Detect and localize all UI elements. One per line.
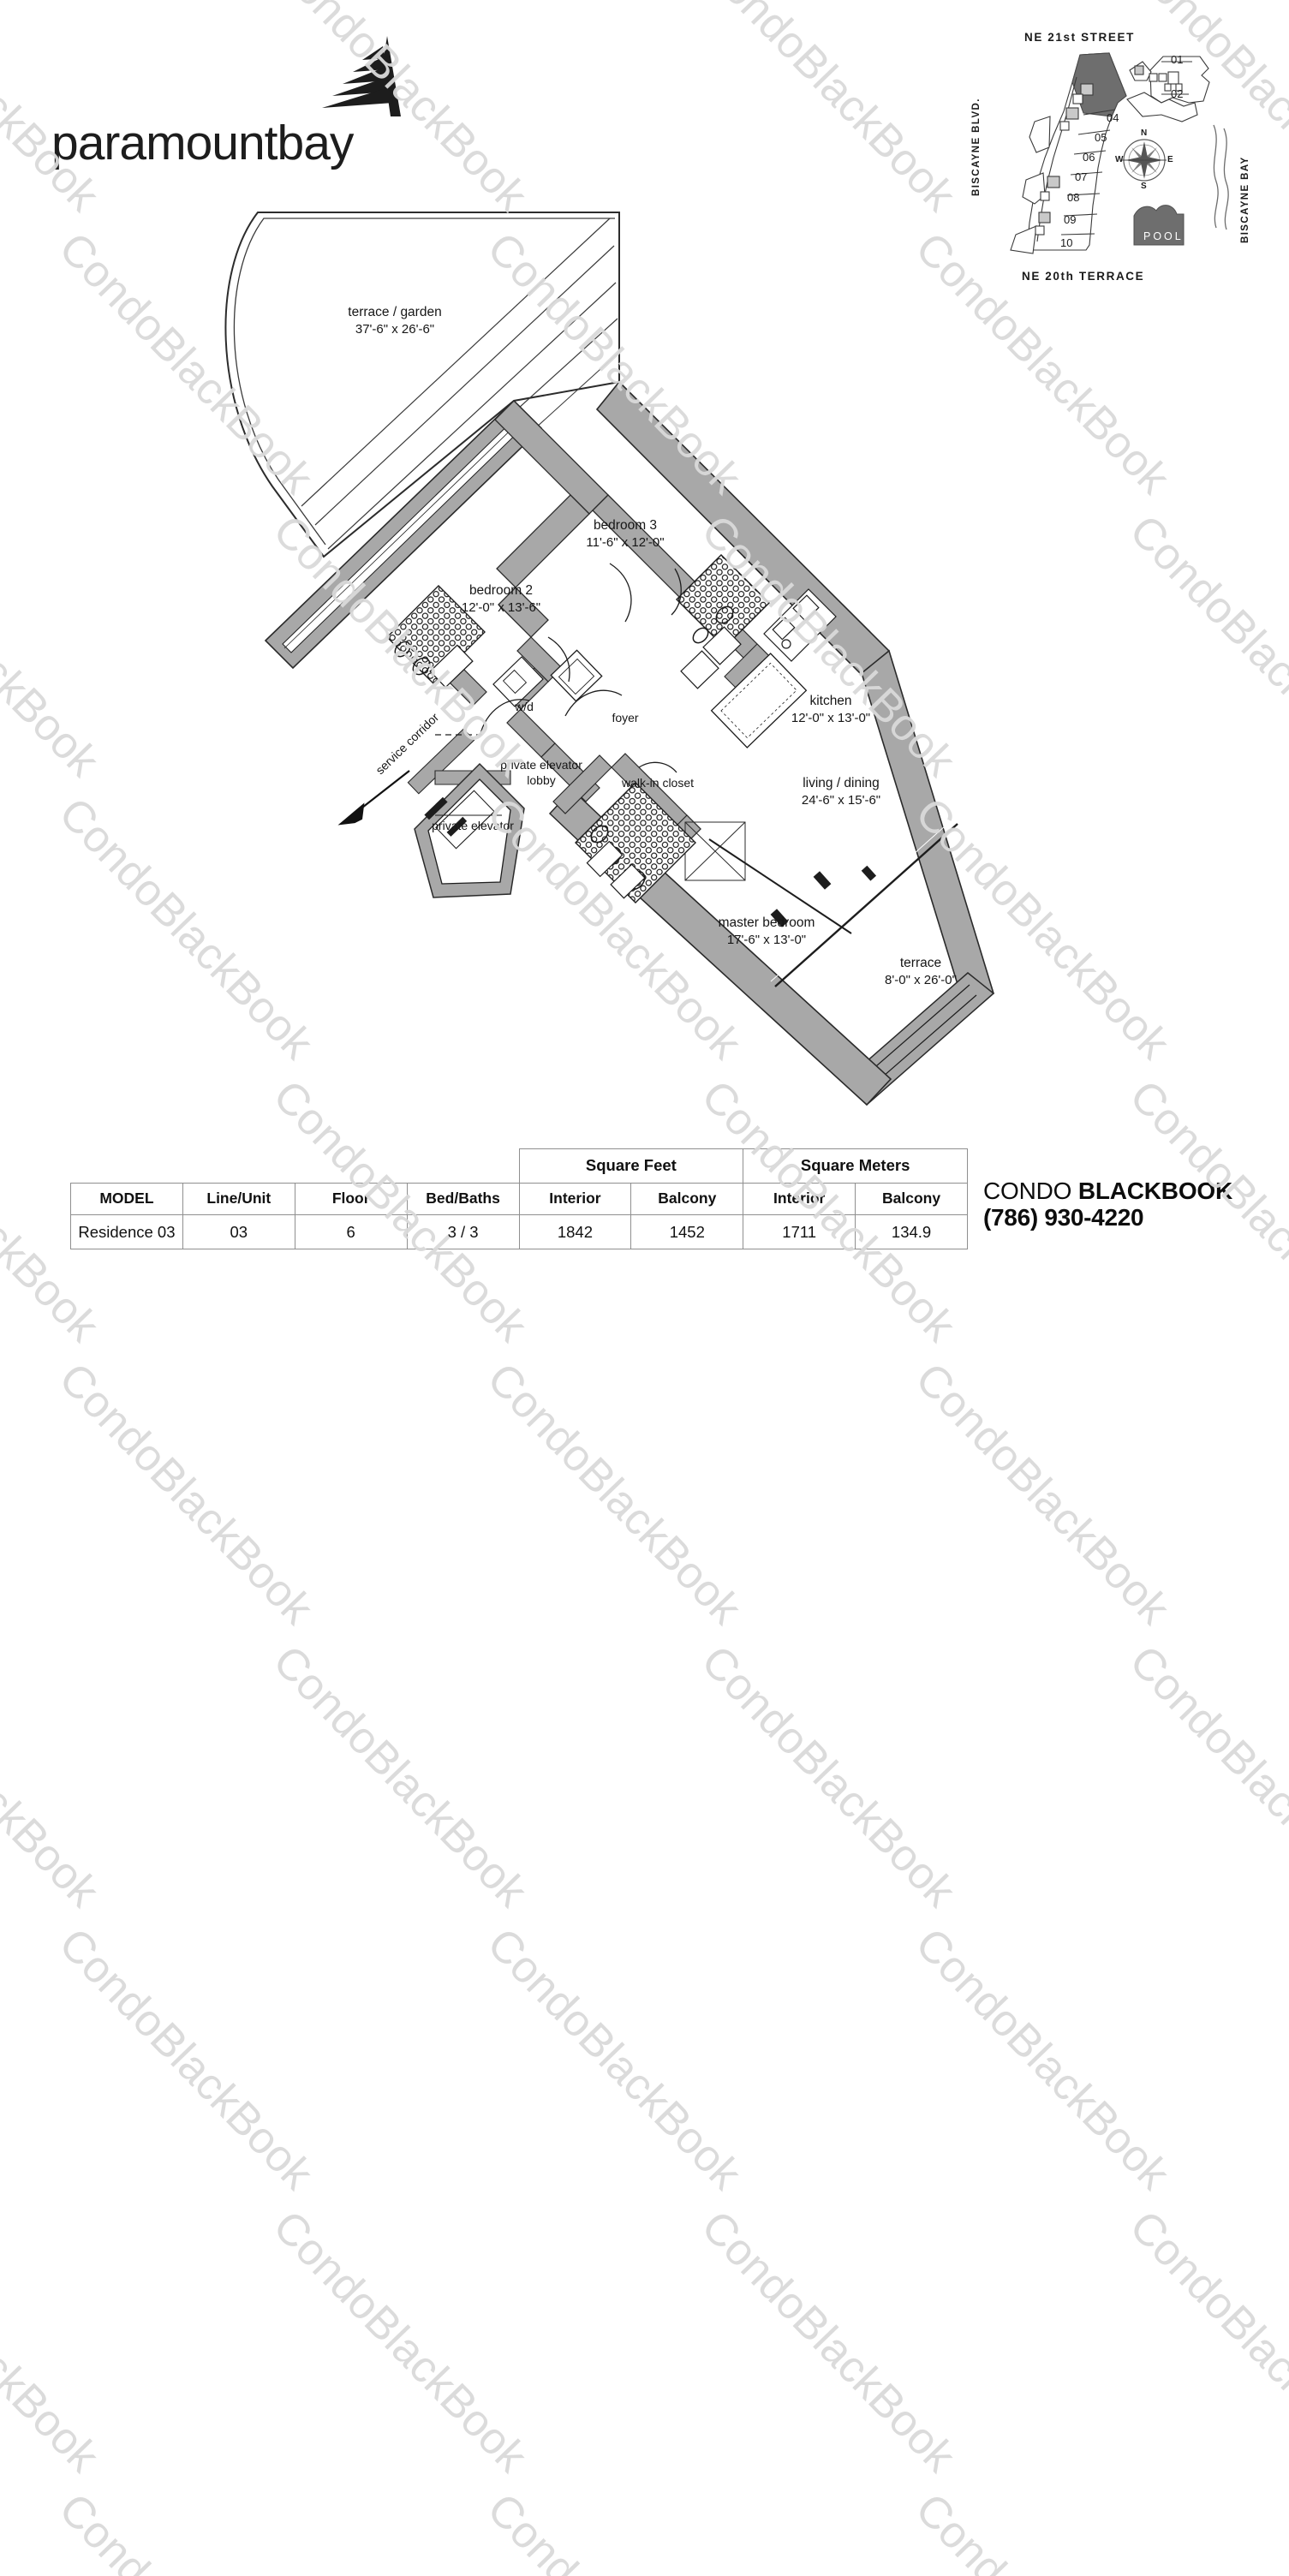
watermark-text: CondoBlackBook: [691, 2201, 965, 2482]
watermark-text: CondoBlackBook: [905, 1353, 1179, 1634]
room-label-bedroom-3: bedroom 3 11'-6" x 12'-0": [586, 518, 665, 550]
watermark-text: CondoBlackBook: [0, 1636, 109, 1917]
compass-rose-icon: [1122, 139, 1167, 182]
header-sf-balcony: Balcony: [630, 1182, 744, 1216]
spec-table: Square Feet Square Meters MODEL Line/Uni…: [70, 1148, 968, 1249]
key-plan-unit-02: 02: [1171, 87, 1184, 100]
room-label-kitchen: kitchen 12'-0" x 13'-0": [791, 694, 871, 725]
key-plan-unit-03: 03: [1081, 116, 1094, 129]
paramountbay-logo: paramountbay: [51, 34, 411, 171]
watermark-text: CondoBlackBook: [1119, 1636, 1289, 1917]
cell-sf-interior: 1842: [518, 1214, 632, 1249]
room-label-terrace: terrace 8'-0" x 26'-0": [885, 956, 957, 987]
cell-sm-balcony: 134.9: [855, 1214, 968, 1249]
compass-west-label: W: [1115, 155, 1124, 164]
header-line-unit: Line/Unit: [182, 1182, 295, 1216]
private-elevator-core: [414, 762, 525, 898]
watermark-text: CondoBlackBook: [263, 1636, 537, 1917]
header-model: MODEL: [70, 1182, 183, 1216]
brand-condo-text: CONDO: [983, 1178, 1078, 1204]
watermark-text: CondoBlackBook: [49, 1918, 323, 2199]
spacer-cell-bedbaths: [407, 1149, 519, 1184]
header-bed-baths: Bed/Baths: [406, 1182, 520, 1216]
key-plan-pool-label: POOL: [1143, 230, 1184, 242]
watermark-text: CondoBlackBook: [263, 2201, 537, 2482]
annotation-private-elevator: private elevator: [432, 819, 514, 832]
spacer-cell-line: [182, 1149, 295, 1184]
room-label-bedroom-2: bedroom 2 12'-0" x 13'-6": [461, 583, 541, 615]
annotation-wd: w/d: [515, 700, 534, 713]
key-plan-unit-01: 01: [1171, 53, 1184, 66]
brand-name-line: CONDO BLACKBOOK: [983, 1178, 1274, 1204]
specification-table: Square Feet Square Meters MODEL Line/Uni…: [70, 1148, 968, 1249]
header-sf-interior: Interior: [518, 1182, 632, 1216]
key-plan-street-bottom: NE 20th TERRACE: [1022, 270, 1145, 283]
group-header-square-meters: Square Meters: [743, 1148, 968, 1184]
watermark-text: CondoBlackBook: [905, 2484, 1179, 2576]
room-label-terrace-garden: terrace / garden 37'-6" x 26'-6": [348, 305, 442, 337]
terrace-garden-area: [224, 212, 620, 597]
spacer-cell-floor: [295, 1149, 407, 1184]
header-sm-interior: Interior: [743, 1182, 856, 1216]
key-plan: NE 21st STREET NE 20th TERRACE BISCAYNE …: [959, 21, 1280, 295]
watermark-text: CondoBlackBook: [691, 1636, 965, 1917]
watermark-text: CondoBlackBook: [1119, 2201, 1289, 2482]
compass-south-label: S: [1141, 182, 1147, 191]
key-plan-unit-05: 05: [1095, 131, 1107, 144]
header-floor: Floor: [294, 1182, 408, 1216]
key-plan-unit-04: 04: [1107, 111, 1119, 124]
brand-blackbook-text: BLACKBOOK: [1077, 1178, 1232, 1204]
master-bath: [575, 782, 696, 903]
paramountbay-mark-icon: [322, 36, 401, 116]
bedroom2-bath: [386, 585, 486, 689]
key-plan-street-top: NE 21st STREET: [1024, 31, 1135, 44]
group-header-square-feet: Square Feet: [518, 1148, 744, 1184]
cell-model: Residence 03: [70, 1214, 183, 1249]
cell-line-unit: 03: [182, 1214, 295, 1249]
watermark-text: CondoBlackBook: [49, 1353, 323, 1634]
key-plan-unit-09: 09: [1064, 213, 1077, 226]
key-plan-unit-07: 07: [1075, 170, 1088, 183]
annotation-foyer: foyer: [612, 711, 639, 724]
table-row: Residence 03 03 6 3 / 3 1842 1452 1711 1…: [70, 1214, 968, 1249]
room-label-living-dining: living / dining 24'-6" x 15'-6": [801, 776, 881, 808]
bedroom3-bath: [676, 554, 772, 648]
key-plan-unit-06: 06: [1083, 151, 1095, 164]
compass-north-label: N: [1141, 128, 1148, 138]
cell-sm-interior: 1711: [743, 1214, 856, 1249]
bay-waves-icon: [1213, 124, 1229, 230]
kitchen-area: [680, 588, 837, 748]
compass-east-label: E: [1167, 155, 1173, 164]
watermark-text: CondoBlackBook: [49, 2484, 323, 2576]
logo-wordmark: paramountbay: [51, 116, 354, 170]
cell-bed-baths: 3 / 3: [406, 1214, 520, 1249]
watermark-text: CondoBlackBook: [477, 2484, 751, 2576]
spacer-cell-model: [71, 1149, 183, 1184]
table-group-header-row: Square Feet Square Meters: [71, 1148, 968, 1184]
watermark-text: CondoBlackBook: [477, 1353, 751, 1634]
floor-plan-svg: [224, 212, 995, 1106]
watermark-text: CondoBlackBook: [477, 1918, 751, 2199]
condo-blackbook-brand: CONDO BLACKBOOK (786) 930-4220: [983, 1178, 1274, 1231]
cell-floor: 6: [294, 1214, 408, 1249]
table-header-row: MODEL Line/Unit Floor Bed/Baths Interior…: [70, 1182, 968, 1216]
watermark-text: CondoBlackBook: [0, 2201, 109, 2482]
floor-plan-drawing: terrace / garden 37'-6" x 26'-6" bedroom…: [224, 212, 995, 1106]
key-plan-unit-10: 10: [1060, 236, 1073, 249]
cell-sf-balcony: 1452: [630, 1214, 744, 1249]
key-plan-diagram: [1010, 52, 1229, 254]
laundry-and-closets: [492, 649, 603, 707]
header-sm-balcony: Balcony: [855, 1182, 968, 1216]
service-corridor-arrow-icon: [337, 770, 410, 826]
key-plan-unit-08: 08: [1067, 191, 1080, 204]
room-label-master-bedroom: master bedroom 17'-6" x 13'-0": [718, 915, 815, 947]
brand-phone-number: (786) 930-4220: [983, 1203, 1144, 1231]
pool-shape-icon: [1133, 205, 1185, 246]
annotation-walk-in-closet: walk-in closet: [621, 776, 695, 790]
annotation-private-elevator-lobby: private elevator lobby: [500, 758, 582, 788]
watermark-text: CondoBlackBook: [905, 1918, 1179, 2199]
